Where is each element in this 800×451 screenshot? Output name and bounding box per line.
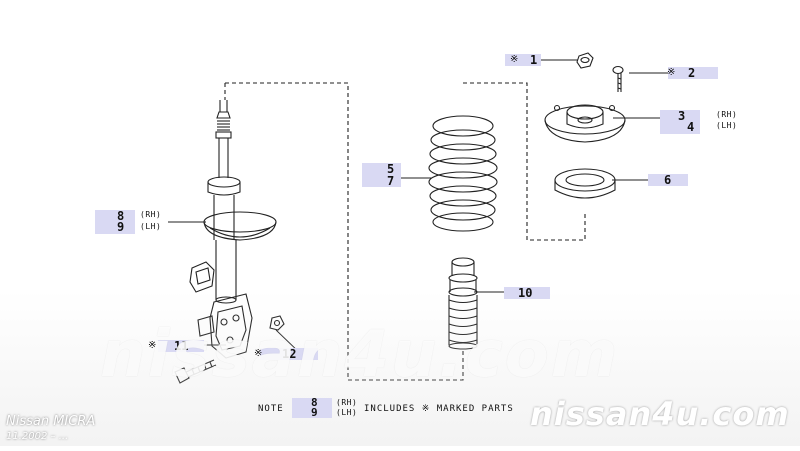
nut-1 [576, 52, 594, 69]
callout-label-12-bg [260, 348, 318, 360]
coil-spring [428, 115, 498, 232]
dashed-group-outline-right [463, 82, 586, 241]
callout-2-mark: ※ [667, 67, 676, 78]
strut-mount [544, 104, 626, 143]
caption-model: Nissan MICRA [6, 414, 96, 429]
callout-label-10-bg [504, 287, 550, 299]
callout-label-8-bg [95, 210, 135, 222]
callout-10-number: 10 [518, 286, 533, 300]
note-number-rh: 8 [311, 396, 318, 409]
callout-1-number: 1 [530, 53, 538, 67]
callout-8-number: 8 [117, 209, 125, 223]
callout-12-mark: ※ [254, 348, 263, 359]
caption-date: 11.2002 – ... [6, 431, 69, 442]
callout-3-number: 3 [678, 109, 686, 123]
callout-label-9-bg [95, 222, 135, 234]
callout-9-number: 9 [117, 220, 125, 234]
watermark-small: nissan4u.com [530, 395, 790, 433]
callout-9-side: (LH) [140, 222, 162, 231]
callout-2-number: 2 [688, 66, 696, 80]
callout-11-number: 11 [174, 339, 189, 353]
callout-label-11-bg [158, 340, 204, 352]
bearing-6 [554, 168, 616, 199]
callout-4-side: (LH) [716, 121, 738, 130]
note-side-lh: (LH) [336, 408, 358, 417]
callout-label-1-bg [505, 54, 541, 66]
callout-label-2-bg [668, 67, 718, 79]
note-text: INCLUDES ※ MARKED PARTS [364, 404, 514, 414]
callout-4-number: 4 [687, 120, 695, 134]
note-label-bg-rh [292, 398, 332, 408]
callout-7-number: 7 [387, 174, 395, 188]
nut-12 [269, 315, 285, 331]
note-prefix: NOTE [258, 404, 284, 414]
callout-label-6-bg [648, 174, 688, 186]
callout-11-mark: ※ [148, 340, 157, 351]
callout-label-5-bg [362, 163, 401, 175]
callout-12-number: 12 [282, 347, 297, 361]
callout-1-mark: ※ [510, 54, 519, 65]
bolt-2 [612, 65, 624, 92]
callout-label-7-bg [362, 175, 401, 187]
callout-3-side: (RH) [716, 110, 738, 119]
bolt-11 [174, 359, 217, 384]
strut-assembly [189, 100, 277, 359]
callout-5-number: 5 [387, 162, 395, 176]
dashed-group-outline-left [225, 82, 464, 381]
note-label-bg-lh [292, 408, 332, 418]
watermark-large: nissan4u.com [100, 318, 620, 392]
callout-8-side: (RH) [140, 210, 162, 219]
callout-label-3-bg [660, 110, 700, 122]
callout-6-number: 6 [664, 173, 672, 187]
note-number-lh: 9 [311, 406, 318, 419]
note-side-rh: (RH) [336, 398, 358, 407]
callout-label-4-bg [660, 122, 700, 134]
